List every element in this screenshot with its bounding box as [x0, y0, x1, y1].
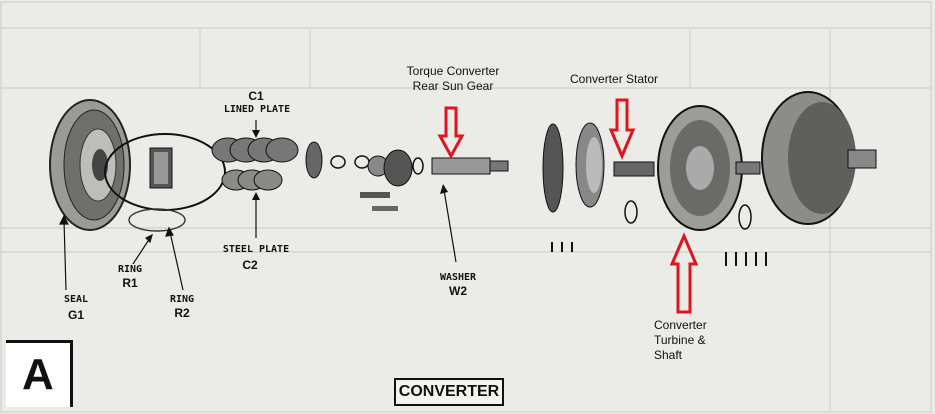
ring-r1-name: RING [117, 264, 143, 275]
callout-converter-stator: Converter Stator [570, 72, 659, 86]
section-title: CONVERTER [394, 378, 504, 406]
c1-name: LINED PLATE [223, 104, 291, 115]
ring-r1-code: R1 [122, 276, 138, 290]
stator-assembly [542, 122, 655, 224]
washer-code: W2 [449, 284, 467, 298]
figure-letter: A [22, 350, 54, 399]
callout-converter-turbine: Converter Turbine & Shaft [654, 318, 707, 362]
ring-r2-code: R2 [174, 306, 190, 320]
ring-r2-shape [128, 208, 186, 232]
sun-gear-shaft [412, 157, 509, 175]
callout-arrow-converter-stator [608, 98, 636, 160]
seal-g1-assembly [49, 99, 131, 231]
c1-code: C1 [248, 89, 264, 103]
converter-cover [761, 91, 877, 225]
c2-name: STEEL PLATE [222, 244, 290, 255]
callout-arrow-converter-turbine [669, 232, 699, 314]
callout-torque-converter: Torque Converter Rear Sun Gear [406, 64, 500, 93]
figure-letter-box [6, 340, 73, 407]
turbine-assembly [657, 105, 761, 231]
callout-arrow-torque-converter [437, 106, 465, 160]
washer-name: WASHER [439, 272, 477, 283]
steel-plate-stack [221, 169, 283, 191]
c2-code: C2 [242, 258, 258, 272]
seal-name: SEAL [63, 294, 89, 305]
lined-plate-stack [211, 137, 299, 163]
clutch-hub-parts [305, 141, 413, 211]
bolt-set [551, 242, 767, 266]
hub-part [149, 147, 173, 189]
ring-r2-name: RING [169, 294, 195, 305]
seal-code: G1 [67, 308, 84, 322]
